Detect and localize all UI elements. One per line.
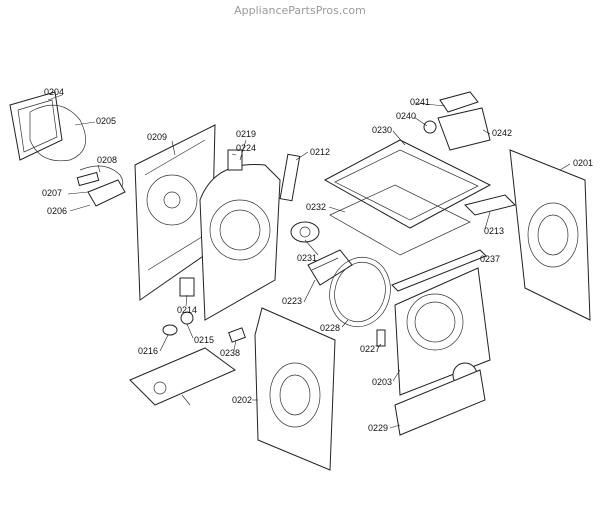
label-0224: 0224: [236, 143, 256, 153]
part-0237-strip: [391, 249, 487, 292]
label-0241: 0241: [410, 97, 430, 107]
label-0232: 0232: [306, 202, 326, 212]
label-0203: 0203: [372, 377, 392, 387]
label-0209: 0209: [147, 132, 167, 142]
part-0240-actuator: [423, 120, 437, 134]
label-0214: 0214: [177, 305, 197, 315]
label-0219: 0219: [236, 129, 256, 139]
part-base-plate: [129, 347, 236, 406]
part-0219-housing: [199, 163, 281, 321]
part-0214-pump: [179, 277, 195, 297]
part-0201-side-panel: [509, 149, 591, 321]
label-0216: 0216: [138, 346, 158, 356]
label-0223: 0223: [282, 296, 302, 306]
watermark: AppliancePartsPros.com: [234, 4, 366, 17]
part-0230-top-cover: [323, 139, 492, 229]
part-0241-panel: [439, 91, 479, 113]
label-0208: 0208: [97, 155, 117, 165]
label-0238: 0238: [220, 348, 240, 358]
part-0216-knob: [162, 324, 178, 336]
label-0242: 0242: [492, 128, 512, 138]
label-0204: 0204: [44, 87, 64, 97]
label-0240: 0240: [396, 111, 416, 121]
label-0231: 0231: [297, 253, 317, 263]
label-0213: 0213: [484, 226, 504, 236]
label-0201: 0201: [573, 158, 593, 168]
label-0212: 0212: [310, 147, 330, 157]
part-0228-ring: [329, 256, 391, 328]
label-0207: 0207: [42, 188, 62, 198]
part-0232-seal: [329, 184, 471, 256]
part-0204-cover: [9, 91, 63, 161]
label-0229: 0229: [368, 423, 388, 433]
part-0213-bracket: [464, 194, 516, 216]
label-0202: 0202: [232, 395, 252, 405]
label-0228: 0228: [320, 323, 340, 333]
part-0231-fan: [290, 221, 320, 243]
label-0237: 0237: [480, 254, 500, 264]
label-0205: 0205: [96, 116, 116, 126]
label-0215: 0215: [194, 335, 214, 345]
part-0224-filter: [227, 149, 243, 171]
part-0227-latch: [376, 329, 386, 347]
label-0227: 0227: [360, 344, 380, 354]
part-0212-bracket: [279, 153, 301, 202]
label-0206: 0206: [47, 206, 67, 216]
part-0242-module: [437, 107, 491, 151]
part-0206-connector: [87, 179, 126, 207]
label-0230: 0230: [372, 125, 392, 135]
part-0229-kick-plate: [394, 369, 486, 436]
leader-lines: [47, 94, 571, 429]
part-labels: 0204 0205 0209 0219 0224 0212 0208 0207 …: [42, 87, 593, 433]
part-0202-side-panel: [254, 307, 336, 471]
part-0205-gasket: [29, 104, 86, 162]
part-0238-clip: [228, 327, 246, 343]
